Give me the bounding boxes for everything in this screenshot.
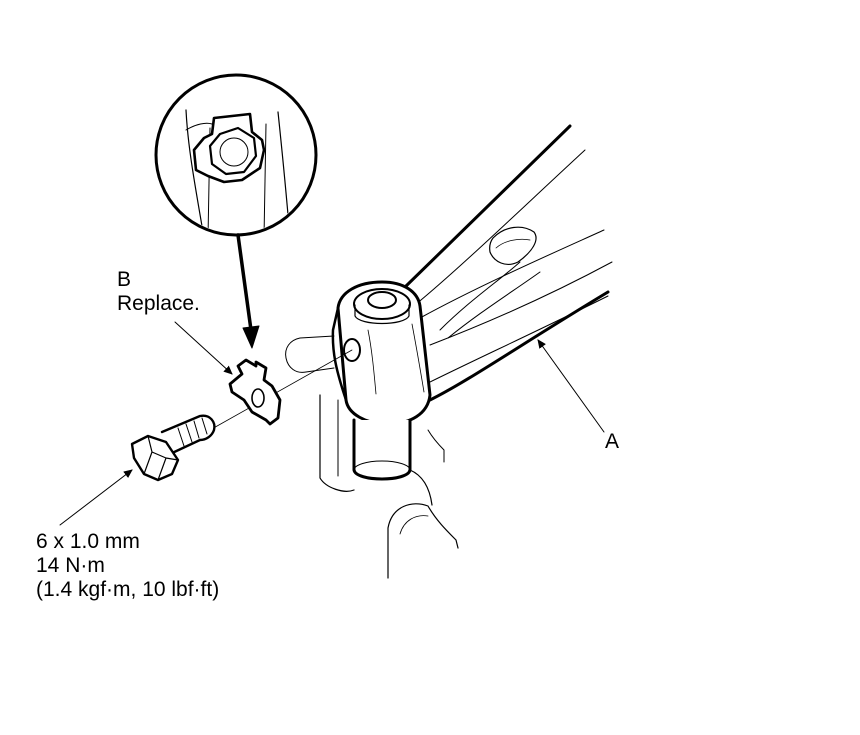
knuckle-lower-outline	[387, 503, 459, 579]
arm-inner-contour-3	[429, 261, 613, 346]
knuckle-rear-stub	[285, 335, 335, 373]
detail-hex-head	[208, 126, 258, 176]
bolt	[130, 414, 216, 482]
shaft-body	[352, 418, 412, 481]
leader-a	[537, 339, 605, 433]
arm-inner-contour-1	[414, 149, 586, 306]
arm-boss	[489, 226, 537, 265]
lock-washer-hole	[251, 388, 265, 408]
control-arm	[402, 124, 613, 402]
knuckle-lower-body	[319, 394, 433, 506]
arm-channel	[439, 261, 541, 339]
leader-bolt	[59, 469, 133, 526]
torque-alt-label: (1.4 kgf·m, 10 lbf·ft)	[36, 578, 220, 601]
bolt-shank	[160, 414, 216, 456]
leader-b	[174, 321, 233, 375]
detail-callout	[154, 73, 318, 237]
lock-washer	[228, 358, 282, 426]
lower-shaft	[319, 394, 459, 579]
part-b-letter: B	[117, 268, 132, 291]
detail-arrow	[236, 233, 253, 332]
bolt-size-label: 6 x 1.0 mm	[36, 530, 140, 553]
detail-arrow-head	[242, 325, 260, 349]
arm-upper-edge	[402, 124, 572, 290]
housing-side-face	[331, 306, 348, 402]
bolt-axis-line	[209, 349, 353, 431]
part-a-letter: A	[605, 430, 620, 453]
part-b-note: Replace.	[117, 292, 200, 315]
arm-inner-contour-4	[423, 295, 609, 386]
torque-nm-label: 14 N·m	[36, 554, 105, 577]
bolt-head	[130, 434, 180, 482]
arm-inner-contour-2	[419, 229, 605, 319]
